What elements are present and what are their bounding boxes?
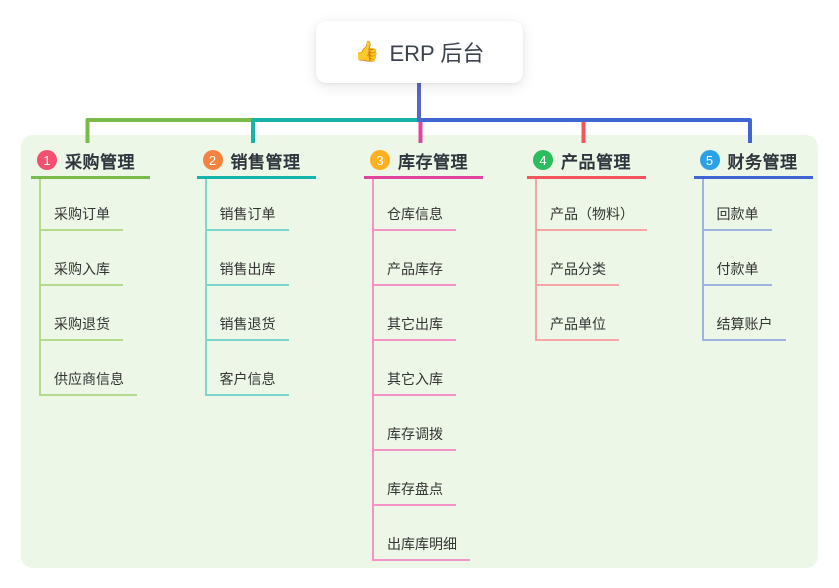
child-node[interactable]: 客户信息 xyxy=(204,370,289,396)
branch-label-3[interactable]: 3 库存管理 xyxy=(364,147,483,179)
child-node[interactable]: 采购入库 xyxy=(39,260,123,286)
child-node[interactable]: 销售退货 xyxy=(204,315,289,341)
branch-label-1[interactable]: 1 采购管理 xyxy=(31,147,150,179)
child-node[interactable]: 产品单位 xyxy=(535,315,619,341)
branch-title: 产品管理 xyxy=(561,152,631,172)
child-node[interactable]: 其它入库 xyxy=(372,370,456,396)
child-node[interactable]: 结算账户 xyxy=(701,315,786,341)
branch-spine-line xyxy=(372,179,374,561)
child-node[interactable]: 付款单 xyxy=(701,260,772,286)
branch-title: 销售管理 xyxy=(230,152,301,172)
branch-spine-line xyxy=(39,179,41,396)
branch-spine-line xyxy=(535,179,537,341)
root-label: ERP 后台 xyxy=(389,41,485,66)
child-node[interactable]: 供应商信息 xyxy=(39,370,137,396)
child-node[interactable]: 产品（物料） xyxy=(535,205,647,231)
branch-title: 财务管理 xyxy=(727,152,798,172)
child-node[interactable]: 产品库存 xyxy=(372,260,456,286)
child-node[interactable]: 出库库明细 xyxy=(372,535,470,561)
child-node[interactable]: 回款单 xyxy=(701,205,772,231)
child-node[interactable]: 其它出库 xyxy=(372,315,456,341)
branch-number-badge: 4 xyxy=(533,150,553,170)
child-node[interactable]: 库存调拨 xyxy=(372,425,456,451)
thumbs-up-icon: 👍 xyxy=(354,41,380,63)
branch-spine-line xyxy=(204,179,207,396)
branch-number-badge: 1 xyxy=(37,150,57,170)
root-node[interactable]: 👍 ERP 后台 xyxy=(316,21,523,83)
branch-title: 采购管理 xyxy=(65,152,135,172)
child-node[interactable]: 采购订单 xyxy=(39,205,123,231)
branch-spine-line xyxy=(701,179,704,341)
child-node[interactable]: 库存盘点 xyxy=(372,480,456,506)
child-node[interactable]: 采购退货 xyxy=(39,315,123,341)
branch-number-badge: 5 xyxy=(699,150,720,170)
branch-title: 库存管理 xyxy=(398,152,468,172)
child-node[interactable]: 产品分类 xyxy=(535,260,619,286)
branch-label-4[interactable]: 4 产品管理 xyxy=(527,147,646,179)
branch-label-5[interactable]: 5 财务管理 xyxy=(693,147,813,179)
branch-number-badge: 3 xyxy=(370,150,390,170)
child-node[interactable]: 仓库信息 xyxy=(372,205,456,231)
branches-panel xyxy=(21,135,818,568)
child-node[interactable]: 销售出库 xyxy=(204,260,289,286)
child-node[interactable]: 销售订单 xyxy=(204,205,289,231)
branch-number-badge: 2 xyxy=(202,150,223,170)
branch-label-2[interactable]: 2 销售管理 xyxy=(196,147,316,179)
